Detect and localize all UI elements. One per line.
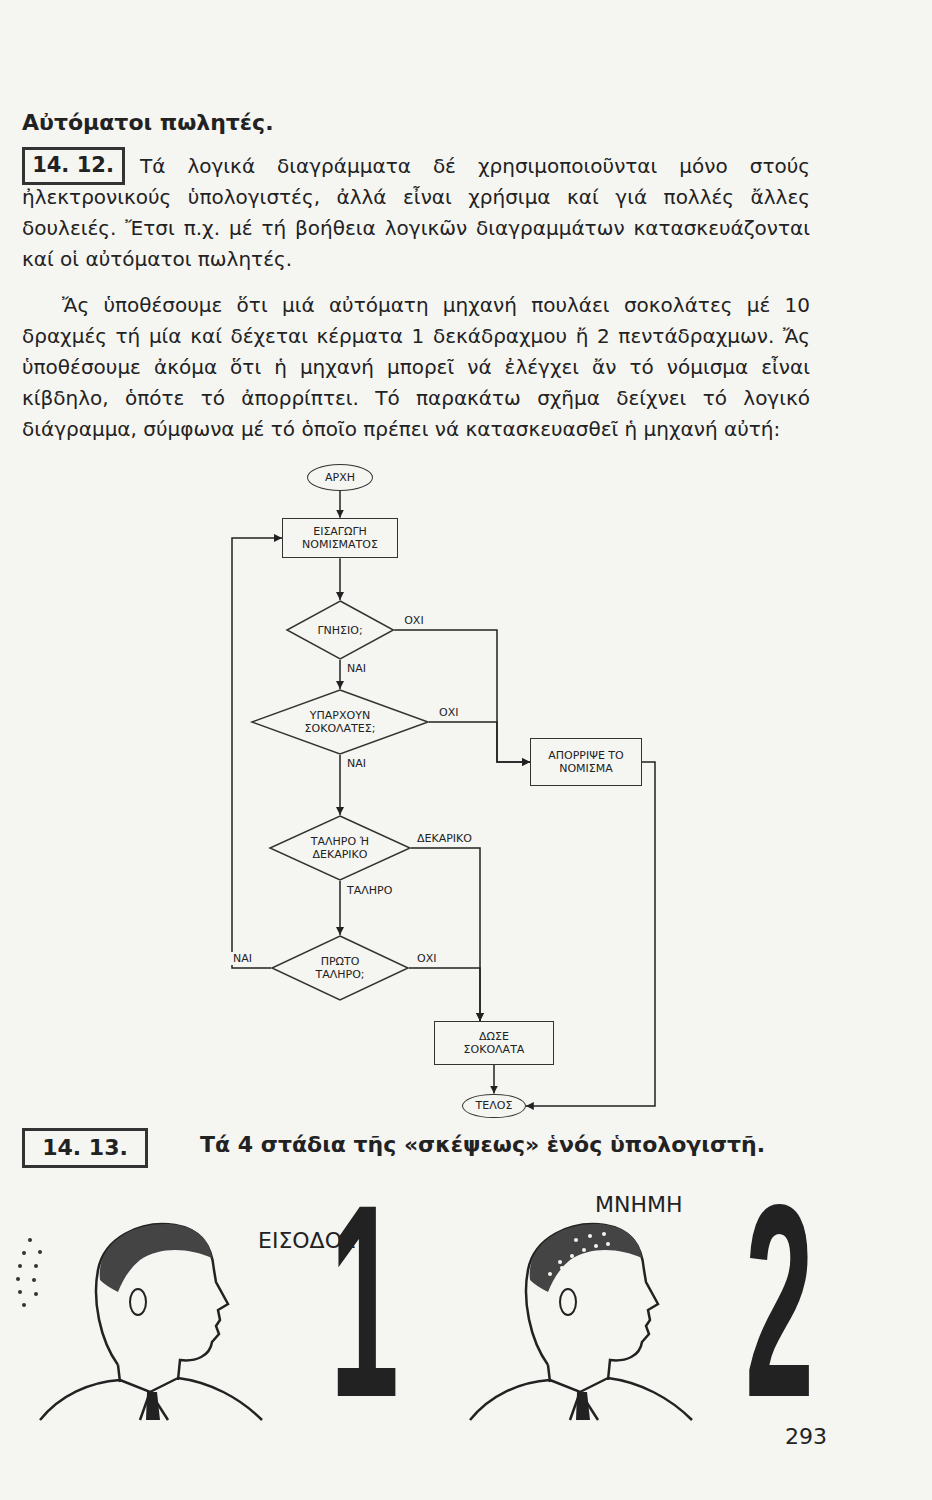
decision-diamond: ΤΑΛΗΡΟ Ή ΔΕΚΑΡΙΚΟ: [269, 815, 411, 881]
body-paragraph: Τά λογικά διαγράμματα δέ χρησιμοποιοῦντα…: [22, 151, 810, 275]
head-two: [470, 1224, 692, 1420]
dot: [34, 1264, 38, 1268]
page-number: 293: [785, 1426, 827, 1448]
flow-connector: [339, 660, 341, 689]
dot: [570, 1254, 574, 1258]
dot: [38, 1250, 42, 1254]
diamond-shape: [252, 690, 428, 754]
process-box: ΔΩΣΕ ΣΟΚΟΛΑΤΑ: [434, 1021, 554, 1065]
edge-label: ΤΑΛΗΡΟ: [345, 884, 394, 897]
dot: [18, 1290, 22, 1294]
node-text: ΓΝΗΣΙΟ;: [317, 624, 362, 637]
section-number-box: 14. 13.: [22, 1128, 148, 1168]
node-text: 14. 12.: [32, 153, 114, 178]
node-label: ΕΙΣΑΓΩΓΗ ΝΟΜΙΣΜΑΤΟΣ: [292, 525, 388, 551]
body-paragraph: Ἄς ὑποθέσουμε ὅτι μιά αὐτόματη μηχανή πο…: [22, 290, 810, 445]
diamond-shape: [270, 816, 410, 880]
dot: [594, 1244, 598, 1248]
node-label: 14. 13.: [42, 1135, 128, 1161]
dot: [16, 1277, 20, 1281]
node-text: ΕΙΣΑΓΩΓΗ ΝΟΜΙΣΜΑΤΟΣ: [292, 525, 388, 551]
diamond-shape: [287, 601, 393, 659]
process-box: ΑΠΟΡΡΙΨΕ ΤΟ ΝΟΜΙΣΜΑ: [530, 738, 642, 786]
node-text: ΑΡΧΗ: [325, 471, 355, 484]
flow-connector: [394, 630, 530, 762]
terminal-oval: ΑΡΧΗ: [307, 464, 373, 491]
decision-diamond: ΓΝΗΣΙΟ;: [286, 600, 394, 660]
section-number-box: 14. 12.: [22, 147, 125, 184]
stage-number: 2: [745, 1163, 814, 1438]
dot: [548, 1272, 552, 1276]
flow-connector: [493, 1065, 495, 1094]
input-dots: [16, 1238, 42, 1307]
memory-dots: [548, 1232, 610, 1276]
dot: [558, 1260, 562, 1264]
node-label: ΑΡΧΗ: [325, 471, 355, 484]
edge-label: ΟΧΙ: [415, 952, 438, 965]
dot: [582, 1248, 586, 1252]
dot: [602, 1232, 606, 1236]
terminal-oval: ΤΕΛΟΣ: [462, 1094, 526, 1119]
dot: [34, 1292, 38, 1296]
head-one: [40, 1224, 262, 1420]
dot: [560, 1266, 564, 1270]
section-title: Αὐτόματοι πωλητές.: [22, 110, 274, 135]
dot: [574, 1238, 578, 1242]
dot: [28, 1238, 32, 1242]
flow-connector: [339, 881, 341, 935]
edge-label: ΝΑΙ: [231, 952, 254, 965]
edge-label: ΔΕΚΑΡΙΚΟ: [415, 832, 474, 845]
node-text: ΑΠΟΡΡΙΨΕ ΤΟ ΝΟΜΙΣΜΑ: [540, 749, 632, 775]
stage-label: ΜΝΗΜΗ: [595, 1194, 683, 1216]
edge-label: ΝΑΙ: [345, 757, 368, 770]
diamond-shape: [272, 936, 408, 1000]
edge-label: ΟΧΙ: [437, 706, 460, 719]
edge-label: ΟΧΙ: [402, 614, 425, 627]
decision-diamond: ΥΠΑΡΧΟΥΝ ΣΟΚΟΛΑΤΕΣ;: [251, 689, 429, 755]
node-label: ΠΡΩΤΟ ΤΑΛΗΡΟ;: [310, 955, 370, 981]
dot: [32, 1278, 36, 1282]
process-box: ΕΙΣΑΓΩΓΗ ΝΟΜΙΣΜΑΤΟΣ: [282, 518, 398, 559]
dot: [18, 1264, 22, 1268]
node-text: ΤΕΛΟΣ: [476, 1099, 513, 1112]
dot: [22, 1251, 26, 1255]
flow-connector: [339, 491, 341, 518]
stage-number: 1: [330, 1163, 399, 1438]
flow-connector: [429, 722, 530, 762]
node-label: ΤΑΛΗΡΟ Ή ΔΕΚΑΡΙΚΟ: [309, 835, 371, 861]
node-text: ΤΑΛΗΡΟ Ή ΔΕΚΑΡΙΚΟ: [309, 835, 371, 861]
node-label: ΓΝΗΣΙΟ;: [317, 624, 362, 637]
flow-connector: [339, 755, 341, 815]
node-text: ΠΡΩΤΟ ΤΑΛΗΡΟ;: [310, 955, 370, 981]
section-heading: Τά 4 στάδια τῆς «σκέψεως» ἑνός ὑπολογιστ…: [200, 1134, 765, 1156]
flow-connector: [232, 538, 282, 968]
node-label: 14. 12.: [32, 153, 114, 178]
flow-connector: [411, 848, 480, 1021]
node-label: ΤΕΛΟΣ: [476, 1099, 513, 1112]
dot: [588, 1234, 592, 1238]
flow-connector: [409, 968, 480, 1021]
edge-label: ΝΑΙ: [345, 662, 368, 675]
node-label: ΥΠΑΡΧΟΥΝ ΣΟΚΟΛΑΤΕΣ;: [300, 709, 380, 735]
node-text: ΥΠΑΡΧΟΥΝ ΣΟΚΟΛΑΤΕΣ;: [300, 709, 380, 735]
dot: [22, 1303, 26, 1307]
dot: [606, 1242, 610, 1246]
node-text: ΔΩΣΕ ΣΟΚΟΛΑΤΑ: [456, 1030, 532, 1056]
node-label: ΑΠΟΡΡΙΨΕ ΤΟ ΝΟΜΙΣΜΑ: [540, 749, 632, 775]
decision-diamond: ΠΡΩΤΟ ΤΑΛΗΡΟ;: [271, 935, 409, 1001]
flow-connector: [339, 558, 341, 600]
node-text: 14. 13.: [42, 1135, 128, 1161]
node-label: ΔΩΣΕ ΣΟΚΟΛΑΤΑ: [456, 1030, 532, 1056]
